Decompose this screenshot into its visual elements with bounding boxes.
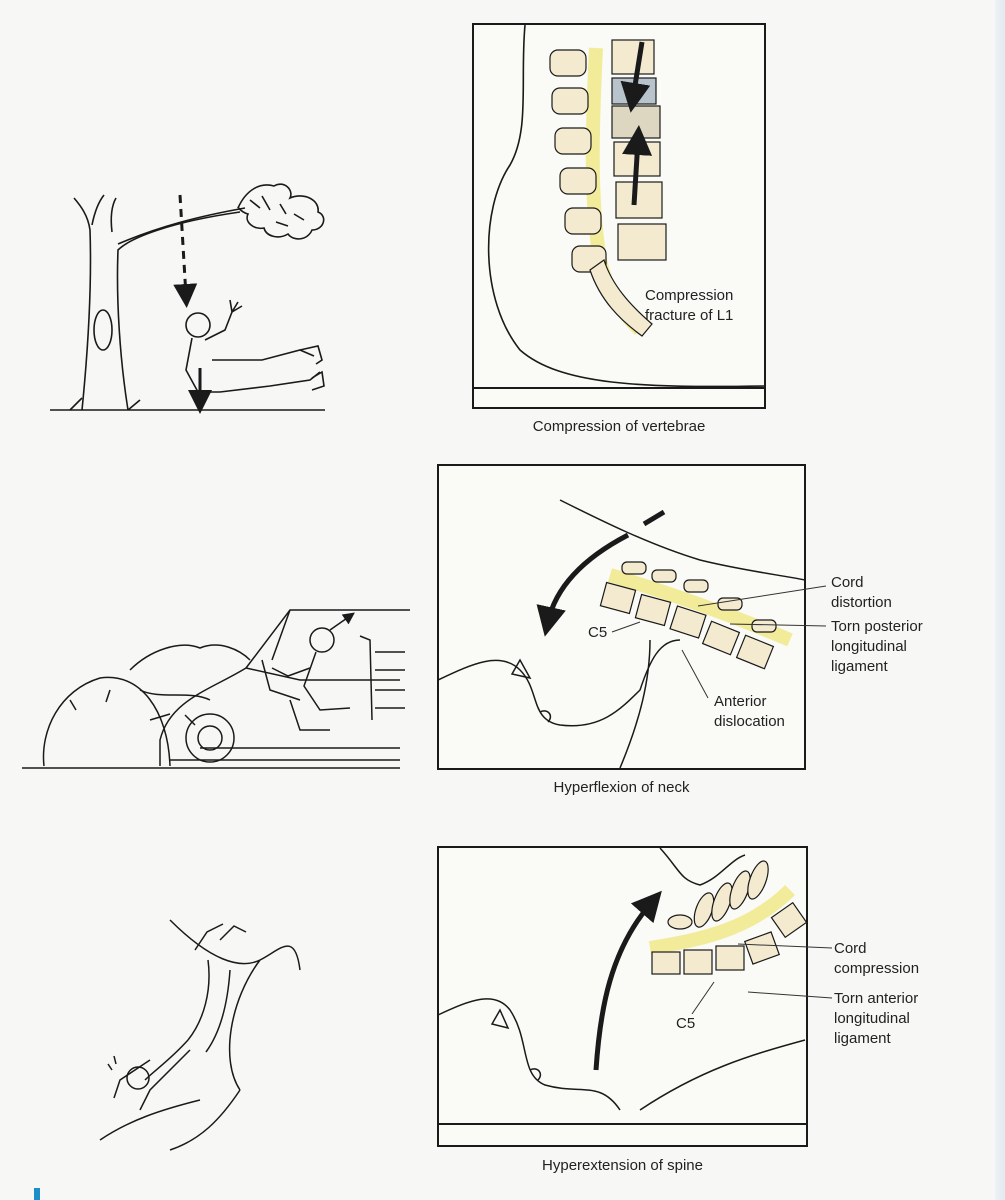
cervical-spine-flexion bbox=[599, 561, 793, 670]
lumbar-spine bbox=[549, 39, 667, 337]
label-torn-anterior-ligament: Torn anterior longitudinal ligament bbox=[834, 990, 919, 1047]
compression-diagram-box bbox=[472, 23, 766, 409]
label-anterior-dislocation: Anterior dislocation bbox=[714, 693, 785, 730]
hyperextension-diagram-box bbox=[437, 846, 833, 1147]
label-c5-flexion: C5 bbox=[588, 624, 608, 641]
label-cord-compression: Cord compression bbox=[834, 940, 920, 977]
caption-compression: Compression of vertebrae bbox=[532, 418, 706, 435]
car-crash-illustration bbox=[22, 609, 410, 769]
cervical-spine-extension bbox=[648, 860, 808, 975]
caption-hyperflexion: Hyperflexion of neck bbox=[553, 779, 690, 796]
label-c5-extension: C5 bbox=[676, 1015, 696, 1032]
label-cord-distortion: Cord distortion bbox=[831, 574, 892, 611]
tree-fall-illustration bbox=[50, 183, 325, 414]
diving-illustration bbox=[99, 919, 301, 1151]
label-torn-posterior-ligament: Torn posterior longitudinal ligament bbox=[831, 618, 923, 675]
page-edge bbox=[995, 0, 1005, 1200]
caption-hyperextension: Hyperextension of spine bbox=[542, 1157, 703, 1174]
hyperflexion-diagram-box bbox=[437, 464, 827, 770]
label-compression-fracture: Compression fracture of L1 bbox=[645, 287, 734, 324]
corner-mark bbox=[34, 1188, 40, 1200]
